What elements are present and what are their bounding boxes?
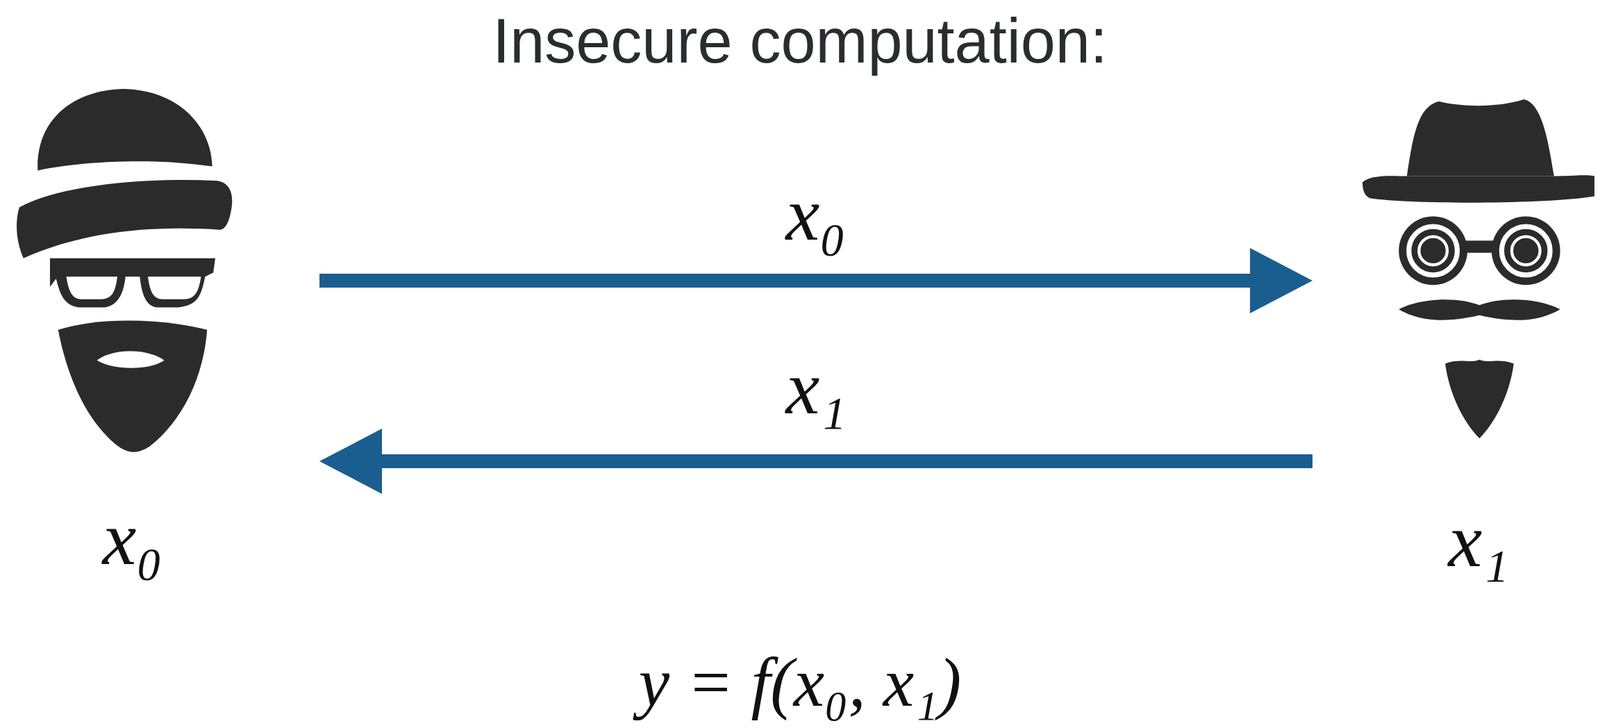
party-input-label: x₁	[1362, 494, 1595, 587]
output-formula: y = f(x₀, x₁)	[638, 644, 962, 721]
message-arrow	[319, 428, 1313, 494]
party-node: x₀	[15, 86, 250, 585]
party-node: x₁	[1362, 97, 1595, 587]
message-arrow	[319, 247, 1313, 314]
arrow-shaft	[380, 454, 1313, 469]
message-label: x₀	[785, 168, 846, 260]
arrow-shaft	[319, 273, 1252, 288]
arrow-head	[319, 428, 382, 494]
arrow-head	[1250, 247, 1313, 314]
person-icon	[15, 86, 250, 455]
message-label: x₁	[785, 341, 846, 434]
party-input-label: x₀	[15, 492, 250, 585]
diagram-title: Insecure computation:	[0, 5, 1600, 78]
person-icon	[1362, 97, 1595, 465]
